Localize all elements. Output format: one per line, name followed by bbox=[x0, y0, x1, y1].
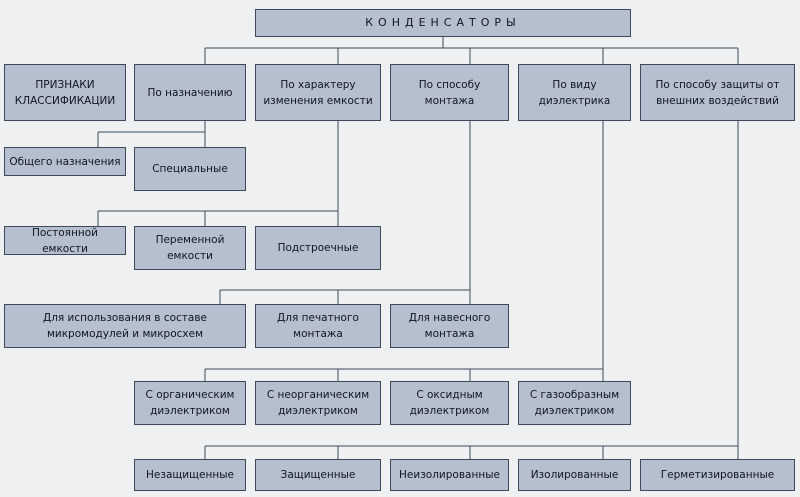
category-by-mounting: По способу монтажа bbox=[390, 64, 509, 121]
item-sealed-label: Герметизированные bbox=[660, 469, 775, 481]
category-by-protection: По способу защиты от внешних воздействий bbox=[640, 64, 795, 121]
item-inorganic-dielectric: С неорганическим диэлектриком bbox=[255, 381, 381, 425]
item-variable-capacity: Переменной емкости bbox=[134, 226, 246, 270]
item-oxide-dielectric: С оксидным диэлектриком bbox=[390, 381, 509, 425]
item-micromodules-label: Для использования в составе микромодулей… bbox=[42, 312, 208, 340]
item-trimmer-label: Подстроечные bbox=[277, 242, 359, 254]
category-by-capacity-change: По характеру изменения емкости bbox=[255, 64, 381, 121]
item-constant-capacity-label: Постоянной емкости bbox=[32, 226, 98, 255]
item-inorganic-dielectric-label: С неорганическим диэлектриком bbox=[266, 389, 370, 417]
category-by-dielectric: По виду диэлектрика bbox=[518, 64, 631, 121]
item-surface-mounting: Для навесного монтажа bbox=[390, 304, 509, 348]
item-gas-dielectric-label: С газообразным диэлектриком bbox=[529, 389, 620, 417]
item-general-purpose-label: Общего назначения bbox=[9, 155, 121, 168]
item-printed-mounting: Для печатного монтажа bbox=[255, 304, 381, 348]
item-protected: Защищенные bbox=[255, 459, 381, 491]
title-box: КОНДЕНСАТОРЫ bbox=[255, 9, 631, 37]
classification-label-box: ПРИЗНАКИ КЛАССИФИКАЦИИ bbox=[4, 64, 126, 121]
item-special-label: Специальные bbox=[152, 163, 228, 175]
item-printed-mounting-label: Для печатного монтажа bbox=[277, 312, 359, 340]
item-constant-capacity: Постоянной емкости bbox=[4, 226, 126, 255]
category-by-purpose-label: По назначению bbox=[147, 86, 233, 99]
category-by-dielectric-label: По виду диэлектрика bbox=[538, 78, 611, 107]
category-by-purpose: По назначению bbox=[134, 64, 246, 121]
item-organic-dielectric-label: С органическим диэлектриком bbox=[145, 389, 235, 417]
item-insulated-label: Изолированные bbox=[530, 469, 619, 481]
item-non-insulated-label: Неизолированные bbox=[399, 469, 500, 481]
item-unprotected: Незащищенные bbox=[134, 459, 246, 491]
item-unprotected-label: Незащищенные bbox=[146, 469, 234, 481]
item-variable-capacity-label: Переменной емкости bbox=[155, 234, 225, 262]
item-sealed: Герметизированные bbox=[640, 459, 795, 491]
item-protected-label: Защищенные bbox=[280, 469, 356, 481]
category-by-protection-label: По способу защиты от внешних воздействий bbox=[655, 78, 780, 107]
title-text: КОНДЕНСАТОРЫ bbox=[365, 16, 521, 29]
item-micromodules: Для использования в составе микромодулей… bbox=[4, 304, 246, 348]
category-by-mounting-label: По способу монтажа bbox=[418, 78, 481, 107]
item-oxide-dielectric-label: С оксидным диэлектриком bbox=[409, 389, 490, 417]
item-insulated: Изолированные bbox=[518, 459, 631, 491]
item-surface-mounting-label: Для навесного монтажа bbox=[408, 312, 491, 340]
item-gas-dielectric: С газообразным диэлектриком bbox=[518, 381, 631, 425]
item-special: Специальные bbox=[134, 147, 246, 191]
item-organic-dielectric: С органическим диэлектриком bbox=[134, 381, 246, 425]
item-non-insulated: Неизолированные bbox=[390, 459, 509, 491]
category-by-capacity-change-label: По характеру изменения емкости bbox=[263, 78, 373, 107]
classification-label: ПРИЗНАКИ КЛАССИФИКАЦИИ bbox=[14, 78, 116, 107]
item-trimmer: Подстроечные bbox=[255, 226, 381, 270]
item-general-purpose: Общего назначения bbox=[4, 147, 126, 176]
